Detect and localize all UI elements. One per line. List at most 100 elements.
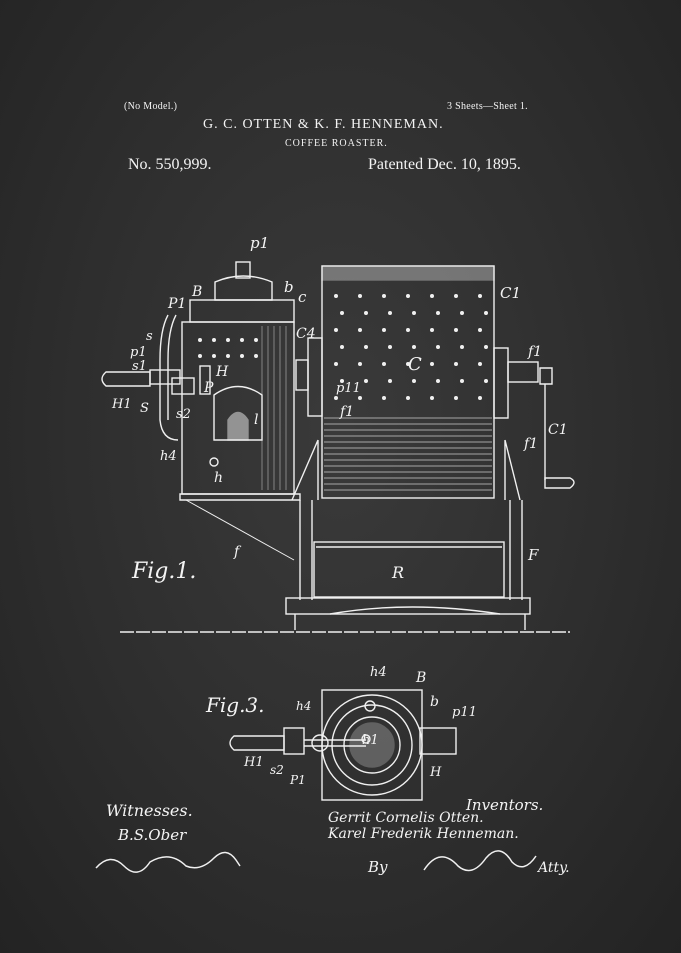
drum-perforation [454,362,458,366]
drum-perforation [364,311,368,315]
fig1-label: P [203,380,214,396]
fig1-label: f1 [527,344,542,360]
burner-perforation [226,338,230,342]
drum-perforation [412,345,416,349]
fig1-label: p11 [336,381,361,396]
burner-housing [101,261,301,561]
stand-frame [285,439,531,630]
drum-perforation [412,311,416,315]
fig1-label: h [214,470,223,486]
fig1-label: s1 [132,359,147,374]
burner-perforation [240,354,244,358]
drum-perforation [460,345,464,349]
drum-perforation [358,396,362,400]
drum-perforation [358,328,362,332]
fig3-label: s2 [270,763,284,777]
drum-perforation [478,362,482,366]
fig1-label: R [391,563,404,582]
atty-label: Atty. [536,860,570,876]
drum-perforation [340,379,344,383]
drum-perforation [388,379,392,383]
fig3-label: p11 [452,705,477,720]
fig1-label: H [215,364,229,380]
fig1-label: C1 [548,422,568,438]
model-note: (No Model.) [124,101,178,112]
burner-perforation [212,354,216,358]
inventor-2-signature: Karel Frederik Henneman. [327,826,519,842]
drum-perforation [454,294,458,298]
drum-perforation [454,328,458,332]
fig1-label: f1 [339,404,354,420]
drum-perforation [430,294,434,298]
witness-signature: B.S.Ober [117,826,187,844]
inventors-line: G. C. OTTEN & K. F. HENNEMAN. [203,117,444,132]
fig1-label: b [284,278,294,296]
fig1-label: f1 [523,436,538,452]
fig1-label: S [140,401,149,416]
burner-perforation [254,354,258,358]
drum-perforation [382,328,386,332]
fig1-label: C1 [500,284,521,302]
fig3-label: h1 [362,733,379,748]
drum-perforation [430,362,434,366]
drum-perforation [406,328,410,332]
drum-perforation [334,328,338,332]
patent-number: No. 550,999. [128,156,212,173]
drum-perforation [406,294,410,298]
drum-perforation [382,396,386,400]
burner-perforation [240,338,244,342]
fig1-label: B [191,284,202,300]
drum-perforation [460,311,464,315]
drum-perforation [334,396,338,400]
drum-perforation [478,396,482,400]
drum-perforation [364,345,368,349]
drum-perforation [436,311,440,315]
fig1-label: F [527,546,539,564]
witness-2-signature [95,851,241,873]
drum-perforation [388,345,392,349]
fig1-label: C4 [296,326,316,342]
drum-perforation [454,396,458,400]
patent-title: COFFEE ROASTER. [285,138,388,149]
fig1-label: f [233,544,242,560]
fig1-label: s [146,329,153,344]
witnesses-label: Witnesses. [106,801,193,820]
drum-perforation [430,396,434,400]
fig3-label: H [429,765,442,780]
drum-perforation [460,379,464,383]
burner-perforation [212,338,216,342]
fig1-label: C [408,354,422,375]
drum-perforation [358,362,362,366]
figure-1-caption: Fig.1. [131,559,196,584]
drum-perforation [436,379,440,383]
fig1-label: p1 [130,345,147,360]
drum-perforation [358,294,362,298]
drum-perforation [334,362,338,366]
fig1-label: s2 [176,407,191,422]
fig3-label: h4 [296,699,311,713]
inventor-1-signature: Gerrit Cornelis Otten. [328,810,484,826]
figure-3-caption: Fig.3. [205,693,265,717]
drum-perforation [388,311,392,315]
drum-perforation [340,345,344,349]
drum-perforation [412,379,416,383]
drum-perforation [436,345,440,349]
drum-perforation [430,328,434,332]
drum-perforation [484,311,488,315]
by-label: By [367,858,388,876]
fig3-label: B [415,670,426,686]
burner-perforation [198,354,202,358]
drum-perforation [334,294,338,298]
drum-perforation [340,311,344,315]
drum-perforation [484,379,488,383]
drum-perforation [406,362,410,366]
fig1-label: p1 [250,234,269,252]
fig1-label: h4 [160,449,177,464]
sheet-note: 3 Sheets—Sheet 1. [447,101,528,112]
fig1-label: H1 [111,397,132,412]
fig1-label: P1 [167,296,186,312]
burner-perforation [254,338,258,342]
